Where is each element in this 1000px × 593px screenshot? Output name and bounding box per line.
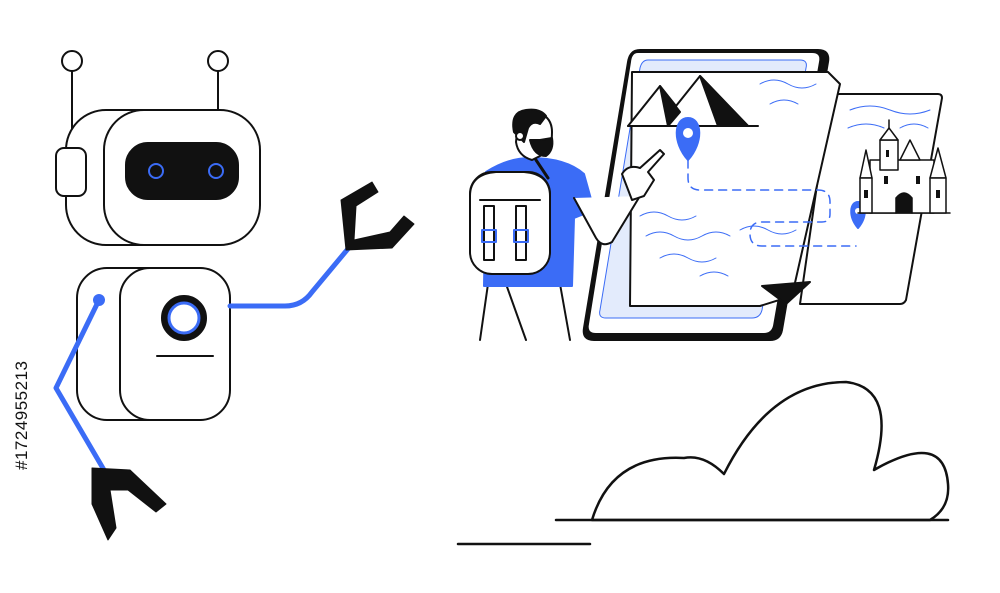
castle-icon — [857, 119, 951, 214]
robot-claw-left — [91, 467, 167, 541]
robot-arm-left — [53, 294, 107, 473]
robot-claw-right — [340, 181, 415, 251]
traveler-head — [512, 108, 554, 161]
map-sheet — [627, 71, 866, 307]
robot-arm-right — [227, 241, 355, 309]
robot-body — [76, 267, 231, 421]
traveler-arm — [573, 195, 641, 246]
robot-figure — [53, 50, 415, 541]
mountains — [627, 75, 759, 127]
folded-map-tablet — [582, 49, 951, 341]
backpack — [469, 158, 551, 275]
robot-visor — [125, 142, 239, 200]
cloud-shape — [590, 380, 950, 522]
location-pin-icon — [675, 117, 701, 161]
robot-eye-left — [148, 163, 164, 179]
robot-eye-right — [208, 163, 224, 179]
traveler-legs — [479, 283, 571, 341]
traveler-with-backpack — [469, 108, 665, 341]
traveler-hand — [621, 149, 665, 201]
robot-head — [55, 109, 261, 246]
stock-image-id: #1724955213 — [12, 360, 31, 470]
map-route — [687, 159, 857, 247]
